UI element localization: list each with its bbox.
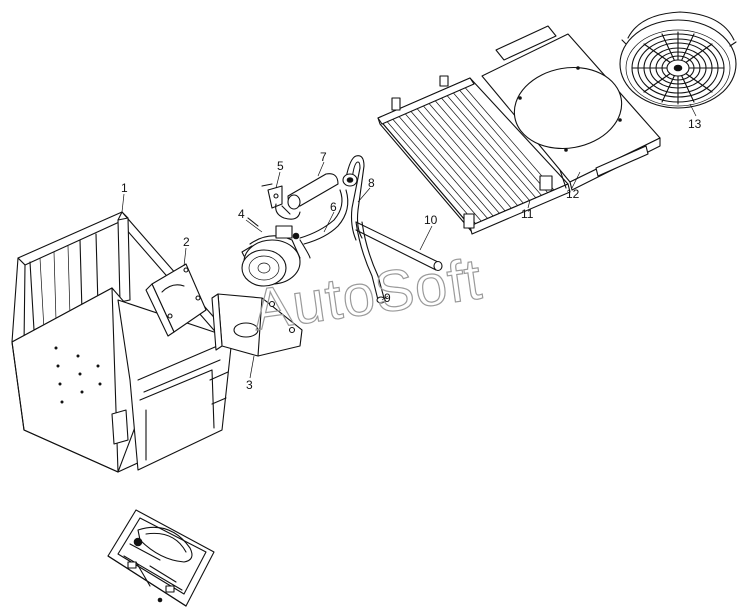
callout-8: 8 <box>368 176 375 190</box>
callout-11: 11 <box>521 207 534 221</box>
part-10-pipe <box>355 221 443 272</box>
part-1-cab-frame <box>11 211 233 473</box>
callout-labels: 1 2 3 4 5 7 6 8 9 10 11 12 13 <box>121 117 702 392</box>
part-3-compressor-bracket <box>211 293 303 357</box>
callout-3: 3 <box>246 378 253 392</box>
callout-12: 12 <box>566 187 580 201</box>
part-2-bracket <box>145 263 207 337</box>
part-7-receiver-drier <box>281 173 339 215</box>
callout-1: 1 <box>121 181 128 195</box>
part-8-pipe <box>342 155 365 241</box>
leader-lines <box>121 103 697 379</box>
part-12-fan-shroud <box>481 25 661 191</box>
callout-6: 7 <box>320 150 327 164</box>
callout-2: 2 <box>183 235 190 249</box>
part-13-fan <box>619 11 737 109</box>
callout-4: 4 <box>238 207 245 221</box>
part-11-condenser <box>377 75 571 235</box>
part-9-pipe <box>355 221 386 304</box>
inset-overview-thumbnail <box>107 509 215 607</box>
callout-13: 13 <box>688 117 702 131</box>
part-4-compressor <box>241 217 301 287</box>
callout-10: 10 <box>424 213 438 227</box>
callout-7: 6 <box>330 200 337 214</box>
condenser-fins <box>383 83 555 225</box>
callout-9: 9 <box>384 291 391 305</box>
callout-5: 5 <box>277 159 284 173</box>
part-6-hose <box>299 189 349 259</box>
part-5-clamp <box>261 183 301 220</box>
rivet-dots <box>54 346 102 404</box>
